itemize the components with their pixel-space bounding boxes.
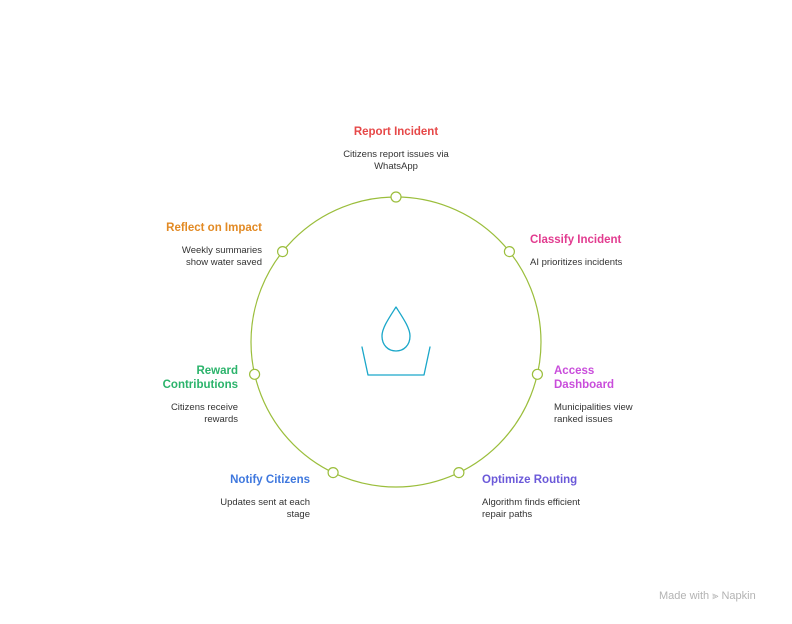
step-description: Citizens report issues via WhatsApp — [343, 149, 449, 172]
cycle-node-dashboard — [531, 368, 544, 380]
step-title: Classify Incident — [530, 234, 622, 246]
napkin-logo-icon: ⫸ — [712, 590, 719, 602]
step-report-incident: Report Incident Citizens report issues v… — [316, 125, 476, 173]
step-title: Access Dashboard — [554, 365, 615, 391]
made-with-napkin-watermark[interactable]: Made with ⫸ Napkin — [659, 590, 756, 603]
step-description: AI prioritizes incidents — [530, 257, 623, 268]
step-description: Updates sent at each stage — [220, 497, 310, 520]
step-optimize-routing: Optimize Routing Algorithm finds efficie… — [482, 473, 612, 521]
cycle-node-notify — [327, 467, 339, 479]
water-drop-basin-icon — [361, 306, 431, 376]
cycle-node-reward — [249, 368, 261, 380]
step-title: Reward Contributions — [162, 365, 238, 391]
cycle-node-classify — [503, 246, 515, 258]
step-title: Report Incident — [353, 126, 439, 138]
step-title: Optimize Routing — [482, 474, 578, 486]
step-title: Reflect on Impact — [166, 222, 262, 234]
step-reward-contributions: Reward Contributions Citizens receive re… — [138, 364, 238, 426]
watermark-prefix: Made with — [659, 590, 710, 602]
step-description: Algorithm finds efficient repair paths — [482, 497, 581, 520]
step-access-dashboard: Access Dashboard Municipalities view ran… — [554, 364, 664, 426]
water-drop-shape — [381, 306, 411, 352]
step-description: Citizens receive rewards — [170, 402, 238, 425]
step-title: Notify Citizens — [230, 474, 310, 486]
watermark-brand: Napkin — [721, 590, 756, 602]
step-description: Weekly summaries show water saved — [181, 245, 262, 268]
step-classify-incident: Classify Incident AI prioritizes inciden… — [530, 233, 660, 269]
cycle-node-reflect — [277, 246, 289, 258]
cycle-ring — [250, 196, 542, 488]
basin-shape — [361, 346, 431, 376]
step-reflect-on-impact: Reflect on Impact Weekly summaries show … — [142, 221, 262, 269]
step-notify-citizens: Notify Citizens Updates sent at each sta… — [190, 473, 310, 521]
step-description: Municipalities view ranked issues — [554, 402, 633, 425]
cycle-node-routing — [453, 467, 465, 479]
cycle-node-report — [390, 191, 402, 203]
